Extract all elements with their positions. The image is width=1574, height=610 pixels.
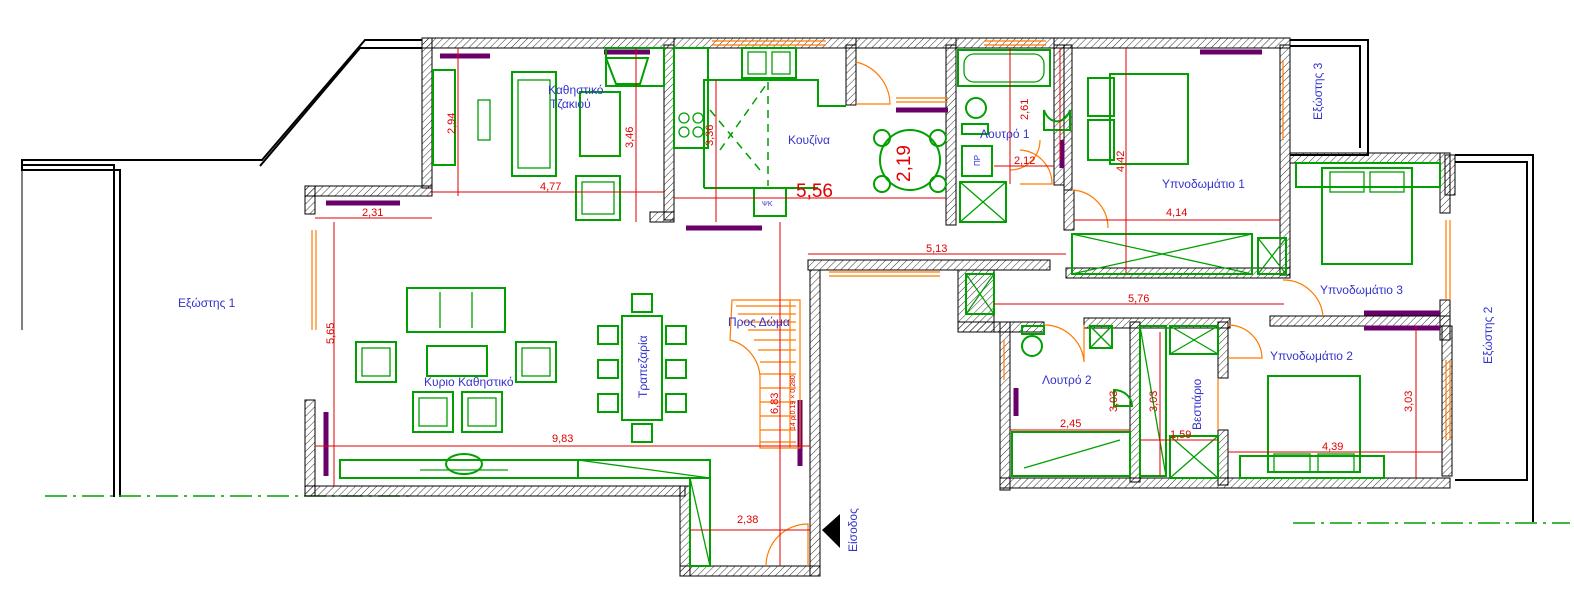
walls — [304, 37, 1456, 577]
label-bedroom-1: Υπνοδωμάτιο 1 — [1162, 177, 1245, 191]
label-fridge: ΨΚ — [762, 201, 773, 208]
stair: 14 ρ 0.19 × 0.280 — [729, 299, 801, 449]
label-bedroom-3: Υπνοδωμάτιο 3 — [1320, 283, 1403, 297]
dim-6-83: 6,83 — [769, 393, 781, 414]
label-sitting-fireplace-2: Τζακιού — [550, 97, 591, 111]
radiators — [323, 49, 1440, 476]
dim-4-42: 4,42 — [1115, 151, 1127, 172]
balcony-3-outline — [1290, 39, 1369, 156]
balcony-1-outline — [21, 39, 422, 497]
dim-2-31: 2,31 — [362, 207, 383, 219]
dim-3-03-closet: 3,03 — [1148, 391, 1160, 412]
dim-5-65: 5,65 — [325, 323, 337, 344]
windows — [311, 40, 1451, 440]
label-balcony-2: Εξώστης 2 — [1481, 306, 1495, 364]
dim-1-59: 1,59 — [1170, 429, 1191, 441]
dim-3-46: 3,46 — [624, 127, 636, 148]
doors — [765, 61, 1324, 567]
entrance-arrow-icon — [822, 514, 840, 548]
dim-2-19: 2,19 — [894, 145, 915, 182]
label-balcony-1: Εξώστης 1 — [178, 296, 236, 310]
dim-5-13: 5,13 — [926, 243, 947, 255]
label-kitchen: Κουζίνα — [788, 133, 830, 147]
label-washer: ΠΡ — [973, 155, 982, 166]
stair-step-note: 14 ρ 0.19 × 0.280 — [790, 375, 797, 430]
dim-2-45: 2,45 — [1060, 418, 1081, 430]
label-closet: Βεστιάριο — [1190, 378, 1204, 430]
label-dining: Τραπεζαρία — [636, 335, 650, 398]
dimension-lines — [315, 48, 1442, 566]
dim-3-36: 3,36 — [704, 125, 716, 146]
dim-3-03-bed2: 3,03 — [1403, 391, 1415, 412]
dim-9-83: 9,83 — [552, 433, 573, 445]
dim-5-76: 5,76 — [1128, 293, 1149, 305]
label-sitting-fireplace-1: Καθηστικό — [548, 83, 604, 97]
label-entrance: Είσοδος — [846, 508, 860, 552]
dim-2-38: 2,38 — [737, 514, 758, 526]
dim-4-39: 4,39 — [1322, 441, 1343, 453]
furniture — [339, 47, 1441, 567]
label-to-roof: Προς Δώμα — [728, 315, 790, 329]
label-bath-2: Λουτρό 2 — [1042, 373, 1092, 387]
dim-4-14: 4,14 — [1166, 207, 1187, 219]
dim-5-56: 5,56 — [796, 181, 833, 202]
label-main-living: Κυριο Καθηστικό — [424, 375, 514, 389]
dim-2-61: 2,61 — [1019, 99, 1031, 120]
label-bedroom-2: Υπνοδωμάτιο 2 — [1270, 349, 1353, 363]
balcony-2-outline — [1455, 154, 1534, 522]
dim-4-77: 4,77 — [540, 181, 561, 193]
label-bath-1: Λουτρό 1 — [980, 127, 1030, 141]
dim-2-12: 2,12 — [1014, 155, 1035, 167]
label-balcony-3: Εξώστης 3 — [1311, 62, 1325, 120]
dim-3-03-bath: 3,03 — [1108, 391, 1120, 412]
dim-2-94: 2,94 — [446, 113, 458, 134]
